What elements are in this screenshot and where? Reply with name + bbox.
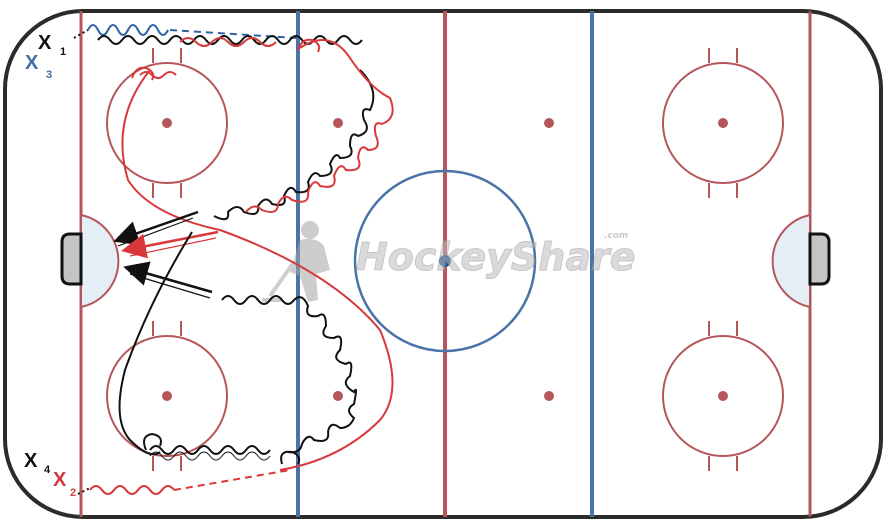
red-turn-icon: [297, 38, 321, 53]
svg-text:X: X: [53, 469, 67, 491]
black-skate-path-top: [97, 35, 363, 45]
faceoff-circle-right-top: [662, 48, 784, 198]
center-dot: [439, 255, 451, 267]
faceoff-circle-left-bottom: [106, 321, 228, 471]
player-1-marker: X 1: [38, 32, 66, 58]
red-skate-path-top: [139, 37, 394, 213]
right-net: [808, 232, 831, 286]
black-pass-arrow: [123, 261, 213, 294]
svg-text:4: 4: [44, 464, 51, 476]
center-circle: [353, 169, 537, 353]
neutral-dot-left-top: [333, 118, 343, 128]
neutral-dot-right-top: [544, 118, 554, 128]
black-turn-icon: [280, 450, 301, 465]
black-backward-skate: [149, 451, 271, 461]
left-net: [60, 232, 83, 286]
red-skate-path-bottom: [89, 485, 175, 495]
black-skate-path-lower: [118, 231, 193, 456]
faceoff-dot: [718, 391, 728, 401]
svg-text:2: 2: [70, 487, 76, 499]
player-3-marker: X 3: [25, 52, 52, 81]
neutral-dot-right-bottom: [544, 391, 554, 401]
red-skate-curve-large: [121, 69, 394, 471]
black-turn-icon: [143, 432, 162, 451]
neutral-dot-left-bottom: [333, 391, 343, 401]
watermark-suffix: .com: [604, 231, 628, 241]
svg-text:X: X: [38, 32, 52, 54]
faceoff-circle-left-top: [106, 48, 228, 198]
red-pass-arrow: [121, 230, 219, 259]
svg-text:X: X: [24, 450, 38, 472]
blue-skate-path: [87, 24, 169, 36]
right-crease: [771, 213, 811, 309]
watermark-text: HockeyShare: [356, 235, 635, 279]
faceoff-circle-right-bottom: [662, 321, 784, 471]
svg-text:3: 3: [46, 69, 52, 81]
player-4-marker: X 4: [24, 450, 51, 476]
red-pass-line-bottom: [173, 469, 291, 491]
black-skate-curve: [213, 69, 375, 221]
hockey-player-silhouette-icon: [262, 221, 330, 302]
player-2-marker: X 2: [53, 469, 76, 499]
watermark: HockeyShare .com: [262, 221, 636, 302]
black-skate-path-bottom: [221, 295, 357, 454]
faceoff-dot: [162, 118, 172, 128]
red-turn-icon: [131, 66, 155, 81]
red-pass-arrow: [129, 237, 217, 257]
svg-text:X: X: [25, 52, 39, 74]
black-backward-skate: [149, 445, 271, 455]
left-crease: [80, 213, 120, 309]
faceoff-dot: [718, 118, 728, 128]
black-start-dots: [77, 487, 91, 495]
faceoff-dot: [162, 391, 172, 401]
svg-text:1: 1: [60, 46, 66, 58]
blue-pass-line: [169, 29, 297, 39]
black-pass-arrow: [129, 273, 211, 299]
